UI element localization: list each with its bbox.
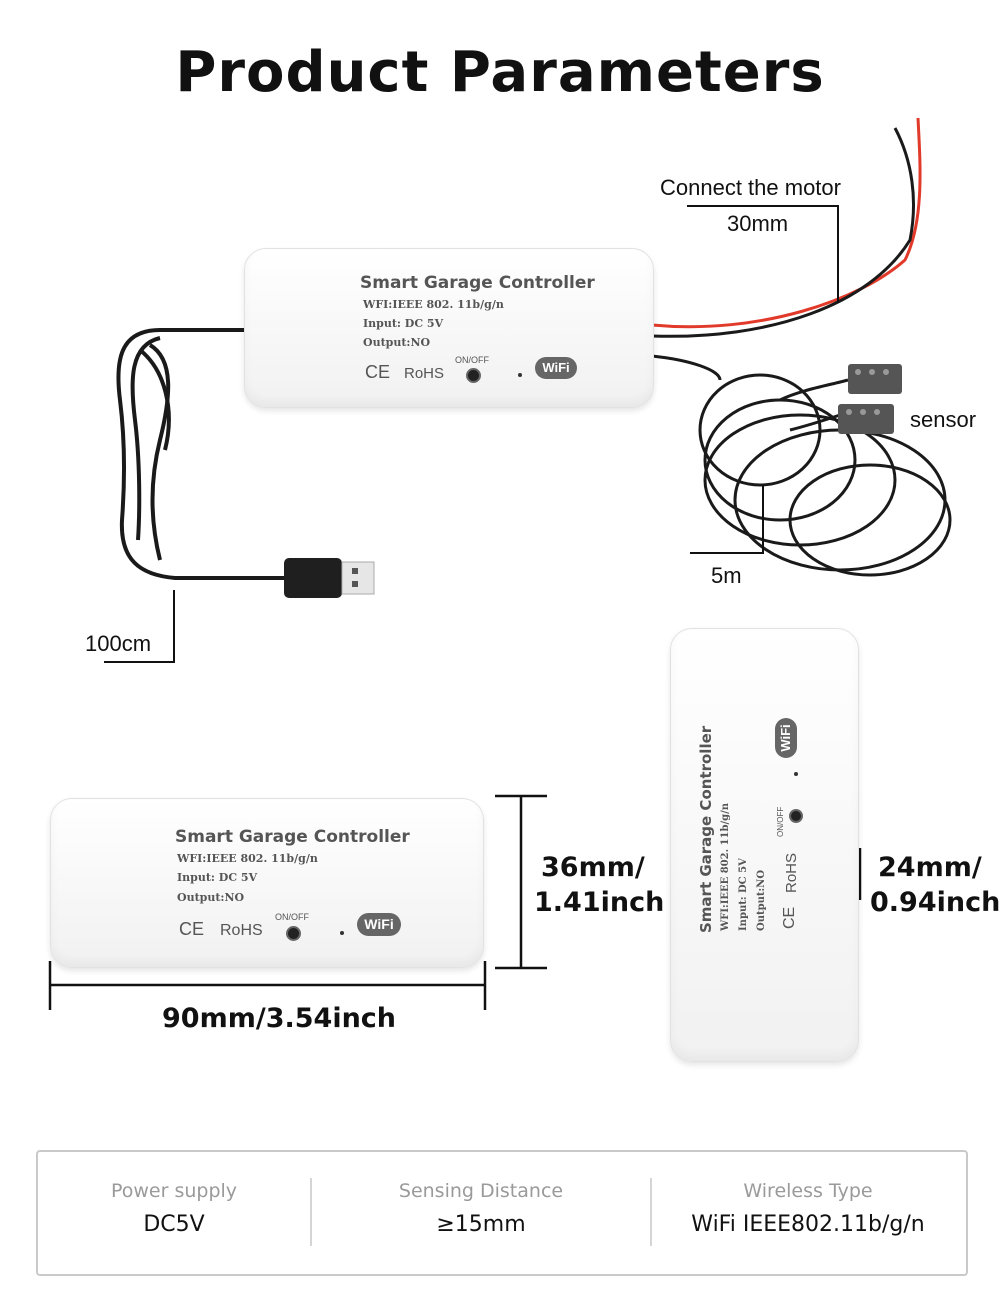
controller-device-front: Smart Garage Controller WFI:IEEE 802. 11… <box>50 798 484 968</box>
sensor-callout-label: sensor <box>910 407 977 432</box>
spec-value: WiFi IEEE802.11b/g/n <box>691 1212 925 1237</box>
wifi-icon: WiFi <box>775 718 797 758</box>
power-button[interactable] <box>466 368 481 383</box>
onoff-label: ON/OFF <box>455 355 489 365</box>
device-wifi-line: WFI:IEEE 802. 11b/g/n <box>720 802 731 931</box>
onoff-label: ON/OFF <box>275 912 309 922</box>
usb-length-label: 100cm <box>85 631 152 656</box>
controller-device-top: Smart Garage Controller WFI:IEEE 802. 11… <box>244 248 654 408</box>
spec-divider <box>310 1178 312 1246</box>
rohs-mark: RoHS <box>220 922 263 939</box>
sensor-magnet-blocks <box>838 364 902 434</box>
spec-label: Wireless Type <box>743 1180 873 1202</box>
sensor-length-label: 5m <box>711 563 742 588</box>
device-input-line: Input: DC 5V <box>363 317 444 330</box>
motor-length-label: 30mm <box>727 211 789 236</box>
power-button[interactable] <box>286 926 301 941</box>
height-dimension-label-inch: 1.41inch <box>534 887 665 918</box>
usb-cable <box>116 328 290 580</box>
height-dimension-label-mm: 36mm/ <box>541 852 645 883</box>
device-output-line: Output:NO <box>363 336 431 349</box>
device-input-line: Input: DC 5V <box>738 858 749 931</box>
motor-callout-label: Connect the motor <box>660 175 841 200</box>
device-wifi-line: WFI:IEEE 802. 11b/g/n <box>363 298 504 311</box>
spec-label: Sensing Distance <box>398 1180 564 1202</box>
spec-value: ≥15mm <box>436 1212 526 1237</box>
rohs-mark: RoHS <box>404 365 445 382</box>
device-input-line: Input: DC 5V <box>177 871 258 884</box>
motor-wire-red <box>651 117 922 329</box>
device-output-line: Output:NO <box>177 891 245 904</box>
sensor-cable-coil <box>651 354 952 577</box>
onoff-label: ON/OFF <box>776 806 785 837</box>
status-led <box>340 931 344 935</box>
depth-dimension-label-mm: 24mm/ <box>878 852 982 883</box>
device-name: Smart Garage Controller <box>175 827 410 847</box>
motor-wire-black <box>651 127 915 338</box>
width-dimension-line <box>48 961 487 1010</box>
device-name: Smart Garage Controller <box>697 725 715 933</box>
device-wifi-line: WFI:IEEE 802. 11b/g/n <box>177 852 318 865</box>
height-dimension-line <box>495 794 547 970</box>
spec-label: Power supply <box>110 1180 238 1202</box>
width-dimension-label: 90mm/3.54inch <box>162 1003 397 1034</box>
power-button[interactable] <box>789 809 803 823</box>
status-led <box>518 373 522 377</box>
wifi-icon: WiFi <box>535 357 577 379</box>
device-name: Smart Garage Controller <box>360 273 595 293</box>
device-output-line: Output:NO <box>756 869 767 931</box>
usb-connector <box>284 558 375 598</box>
side-device-label-panel: Smart Garage Controller WFI:IEEE 802. 11… <box>671 629 858 1061</box>
depth-dimension-label-inch: 0.94inch <box>870 887 1000 918</box>
spec-power-supply: Power supply DC5V <box>38 1152 310 1274</box>
page-title: Product Parameters <box>175 40 825 105</box>
rohs-mark: RoHS <box>783 852 800 893</box>
wifi-icon: WiFi <box>357 913 401 936</box>
controller-device-side: Smart Garage Controller WFI:IEEE 802. 11… <box>670 628 859 1062</box>
spec-value: DC5V <box>143 1212 205 1237</box>
ce-mark: CE <box>365 362 391 382</box>
ce-mark: CE <box>781 906 798 929</box>
status-led <box>794 772 798 776</box>
motor-callout-line <box>687 205 839 303</box>
specs-panel: Power supply DC5V Sensing Distance ≥15mm… <box>36 1150 968 1276</box>
spec-sensing-distance: Sensing Distance ≥15mm <box>312 1152 650 1274</box>
usb-length-callout-line <box>104 590 175 663</box>
ce-mark: CE <box>179 919 205 939</box>
sensor-length-callout-line <box>690 485 764 554</box>
spec-divider <box>650 1178 652 1246</box>
spec-wireless-type: Wireless Type WiFi IEEE802.11b/g/n <box>652 1152 964 1274</box>
